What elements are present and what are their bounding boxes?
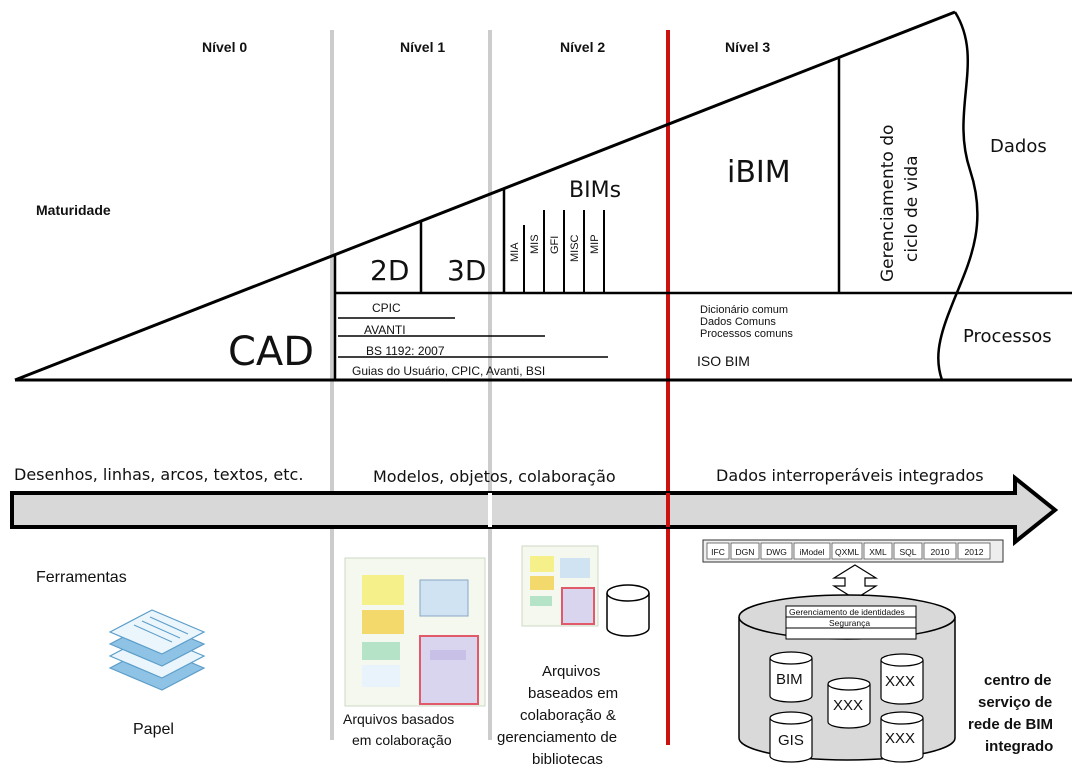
format-label: DGN [736,547,755,557]
identidades-label: Gerenciamento de identidades [789,607,905,617]
cylinder-xxx-center-icon [827,677,871,729]
dados-label: Dados [990,136,1047,157]
level-3-header: Nível 3 [725,39,770,55]
level-0-header: Nível 0 [202,39,247,55]
ibim-label: iBIM [727,155,791,190]
bim-tool-mis: MIS [529,234,541,254]
progress-arrow [10,473,1059,547]
arquivos2-line4: gerenciamento de [497,729,617,746]
centro-line4: integrado [985,738,1053,755]
cyl-bim-label: BIM [776,671,803,688]
arrow-label-modelos: Modelos, objetos, colaboração [373,467,616,486]
formats-bar: IFC DGN DWG iModel QXML XML SQL 2010 2012 [702,539,1004,563]
format-label: 2012 [965,547,984,557]
bim-tool-gfi: GFI [549,236,561,254]
format-cell [760,542,793,560]
collaboration-document-icon [344,557,486,707]
processos-label: Processos [963,326,1052,347]
cylinder-xxx-top-icon [880,653,924,705]
lifecycle-label-line1: Gerenciamento do [878,125,898,282]
cylinder-bim-icon [769,651,813,703]
library-document-icon [521,545,599,627]
centro-line2: serviço de [978,694,1052,711]
cylinder-gis-icon [769,711,813,763]
cyl-xxx-top-label: XXX [885,673,915,690]
format-cell [863,542,893,560]
standard-cpic: CPIC [372,301,401,315]
format-cell [793,542,831,560]
ferramentas-label: Ferramentas [36,569,127,586]
bim-tool-mia: MIA [509,242,521,262]
note-dados-comuns: Dados Comuns [700,316,776,328]
format-cell [923,542,957,560]
arquivos2-line5: bibliotecas [532,751,603,768]
format-label: IFC [711,547,725,557]
2d-label: 2D [370,254,409,287]
standard-guias: Guias do Usuário, CPIC, Avanti, BSI [352,364,545,378]
format-cell [730,542,760,560]
seguranca-label: Segurança [829,618,870,628]
wavy-edge [937,11,979,381]
note-dicionario: Dicionário comum [700,304,788,316]
centro-line3: rede de BIM [968,716,1053,733]
database-icon [606,584,650,637]
level-2-header: Nível 2 [560,39,605,55]
maturidade-label: Maturidade [36,202,111,218]
centro-line1: centro de [984,672,1052,689]
format-label: XML [869,547,887,557]
format-cell [957,542,991,560]
level-1-header: Nível 1 [400,39,445,55]
lifecycle-label-line2: ciclo de vida [902,155,922,262]
papel-label: Papel [133,721,174,738]
standard-bs: BS 1192: 2007 [366,344,445,358]
arquivos1-line1: Arquivos basados [343,711,454,727]
format-cell [706,542,730,560]
cyl-xxx-center-label: XXX [833,697,863,714]
bim-tool-mip: MIP [589,234,601,254]
format-label: QXML [835,547,859,557]
standard-avanti: AVANTI [364,323,406,337]
cyl-gis-label: GIS [778,732,804,749]
note-iso-bim: ISO BIM [697,353,750,369]
cyl-xxx-bottom-label: XXX [885,730,915,747]
maturity-triangle [14,10,1072,382]
format-cell [831,542,863,560]
small-cylinders [769,651,924,763]
paper-stack-icon [108,609,206,691]
note-processos-comuns: Processos comuns [700,328,793,340]
cad-label: CAD [228,329,314,375]
format-label: 2010 [931,547,950,557]
arquivos2-line1: Arquivos [542,663,600,680]
cylinder-xxx-bottom-icon [880,711,924,763]
arrow-label-desenhos: Desenhos, linhas, arcos, textos, etc. [14,465,303,484]
arquivos1-line2: em colaboração [352,732,452,748]
arrow-label-dados: Dados interroperáveis integrados [716,466,984,485]
bim-tool-misc: MISC [569,234,581,262]
arquivos2-line3: colaboração & [520,707,616,724]
format-label: SQL [899,547,916,557]
3d-label: 3D [447,254,486,287]
format-label: DWG [766,547,787,557]
bims-label: BIMs [569,178,621,203]
bidirectional-arrow [831,564,879,600]
arquivos2-line2: baseados em [528,685,618,702]
format-cell [893,542,923,560]
format-label: iModel [799,547,824,557]
